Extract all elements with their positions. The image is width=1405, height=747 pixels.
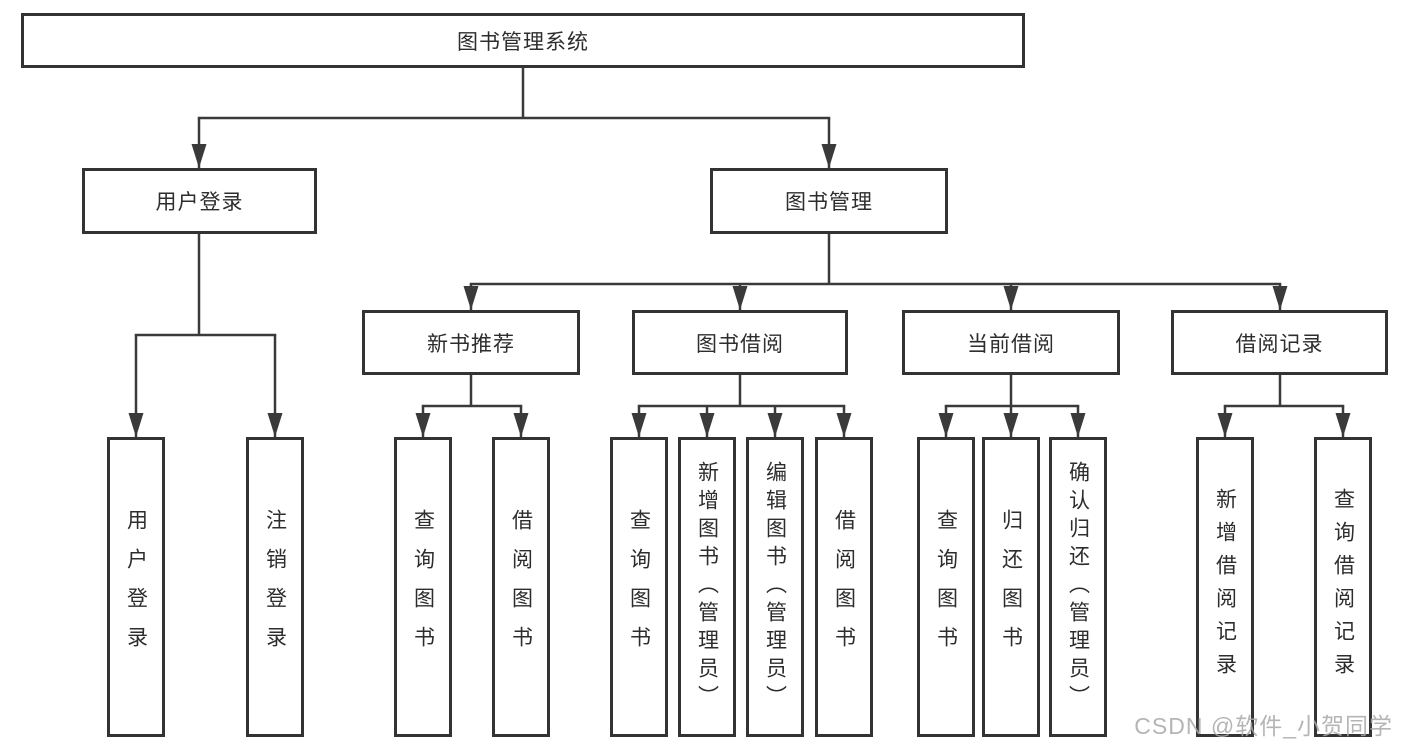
node-user-login: 用户登录 bbox=[82, 168, 317, 234]
leaf-query-book-current: 查询图书 bbox=[917, 437, 975, 737]
edge-borrow-record-rail bbox=[1223, 373, 1345, 408]
leaf-add-book-admin: 新增图书（管理员） bbox=[678, 437, 736, 737]
leaf-logout: 注销登录 bbox=[246, 437, 304, 737]
node-library-system: 图书管理系统 bbox=[21, 13, 1025, 68]
edge-current-borrow-rail bbox=[944, 373, 1080, 408]
node-current-borrowing: 当前借阅 bbox=[902, 310, 1120, 375]
edge-book-borrow-rail bbox=[637, 373, 846, 408]
leaf-user-login: 用户登录 bbox=[107, 437, 165, 737]
leaf-borrow-book: 借阅图书 bbox=[815, 437, 873, 737]
leaf-return-book: 归还图书 bbox=[982, 437, 1040, 737]
leaf-add-borrow-record: 新增借阅记录 bbox=[1196, 437, 1254, 737]
node-borrowing-records: 借阅记录 bbox=[1171, 310, 1388, 375]
node-new-book-recommendation: 新书推荐 bbox=[362, 310, 580, 375]
leaf-edit-book-admin: 编辑图书（管理员） bbox=[746, 437, 804, 737]
edge-root-rail bbox=[197, 66, 831, 120]
node-book-borrowing: 图书借阅 bbox=[632, 310, 848, 375]
leaf-confirm-return-admin: 确认归还（管理员） bbox=[1049, 437, 1107, 737]
edge-user-login-rail bbox=[134, 232, 277, 337]
edge-book-management-rail bbox=[469, 232, 1282, 286]
leaf-borrow-book-recommend: 借阅图书 bbox=[492, 437, 550, 737]
node-book-management: 图书管理 bbox=[710, 168, 948, 234]
leaf-query-borrow-record: 查询借阅记录 bbox=[1314, 437, 1372, 737]
leaf-query-book-borrowing: 查询图书 bbox=[610, 437, 668, 737]
watermark-text: CSDN @软件_小贺同学 bbox=[1134, 713, 1393, 739]
leaf-query-book-recommend: 查询图书 bbox=[394, 437, 452, 737]
edge-new-book-rail bbox=[421, 373, 523, 408]
